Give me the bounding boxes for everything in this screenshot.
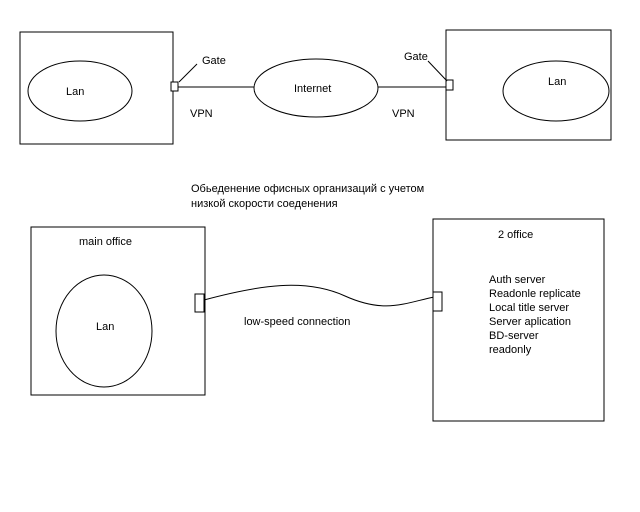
main-office-port — [194, 293, 205, 313]
left-gate-port — [170, 81, 179, 92]
caption-line-2: низкой скорости соеденения — [191, 198, 338, 210]
left-lan-ellipse — [27, 60, 133, 122]
low-speed-connection-line — [203, 284, 435, 307]
left-gate-label: Gate — [202, 55, 226, 67]
main-office-lan-ellipse — [55, 274, 153, 388]
right-gate-port — [445, 79, 454, 91]
service-item: BD-server — [489, 330, 539, 342]
right-gate-label: Gate — [404, 51, 428, 63]
right-lan-label: Lan — [548, 76, 566, 88]
left-gate-pointer — [178, 63, 198, 83]
left-vpn-label: VPN — [190, 108, 213, 120]
internet-label: Internet — [294, 83, 331, 95]
second-office-box — [432, 218, 605, 422]
right-gate-pointer — [427, 60, 448, 82]
caption-line-1: Обьеденение офисных организаций с учетом — [191, 183, 424, 195]
main-office-label: main office — [79, 236, 132, 248]
service-item: readonly — [489, 344, 532, 356]
right-vpn-label: VPN — [392, 108, 415, 120]
main-office-box — [30, 226, 206, 396]
second-office-port — [432, 291, 443, 312]
service-item: Auth server — [489, 274, 546, 286]
service-item: Readonle replicate — [489, 288, 581, 300]
left-lan-box — [19, 31, 174, 145]
right-lan-box — [445, 29, 612, 141]
left-lan-label: Lan — [66, 86, 84, 98]
second-office-label: 2 office — [498, 229, 533, 241]
right-lan-ellipse — [502, 60, 610, 122]
service-item: Server aplication — [489, 316, 571, 328]
service-item: Local title server — [489, 302, 569, 314]
internet-ellipse — [253, 58, 379, 118]
main-office-lan-label: Lan — [96, 321, 114, 333]
low-speed-connection-label: low-speed connection — [244, 316, 350, 328]
